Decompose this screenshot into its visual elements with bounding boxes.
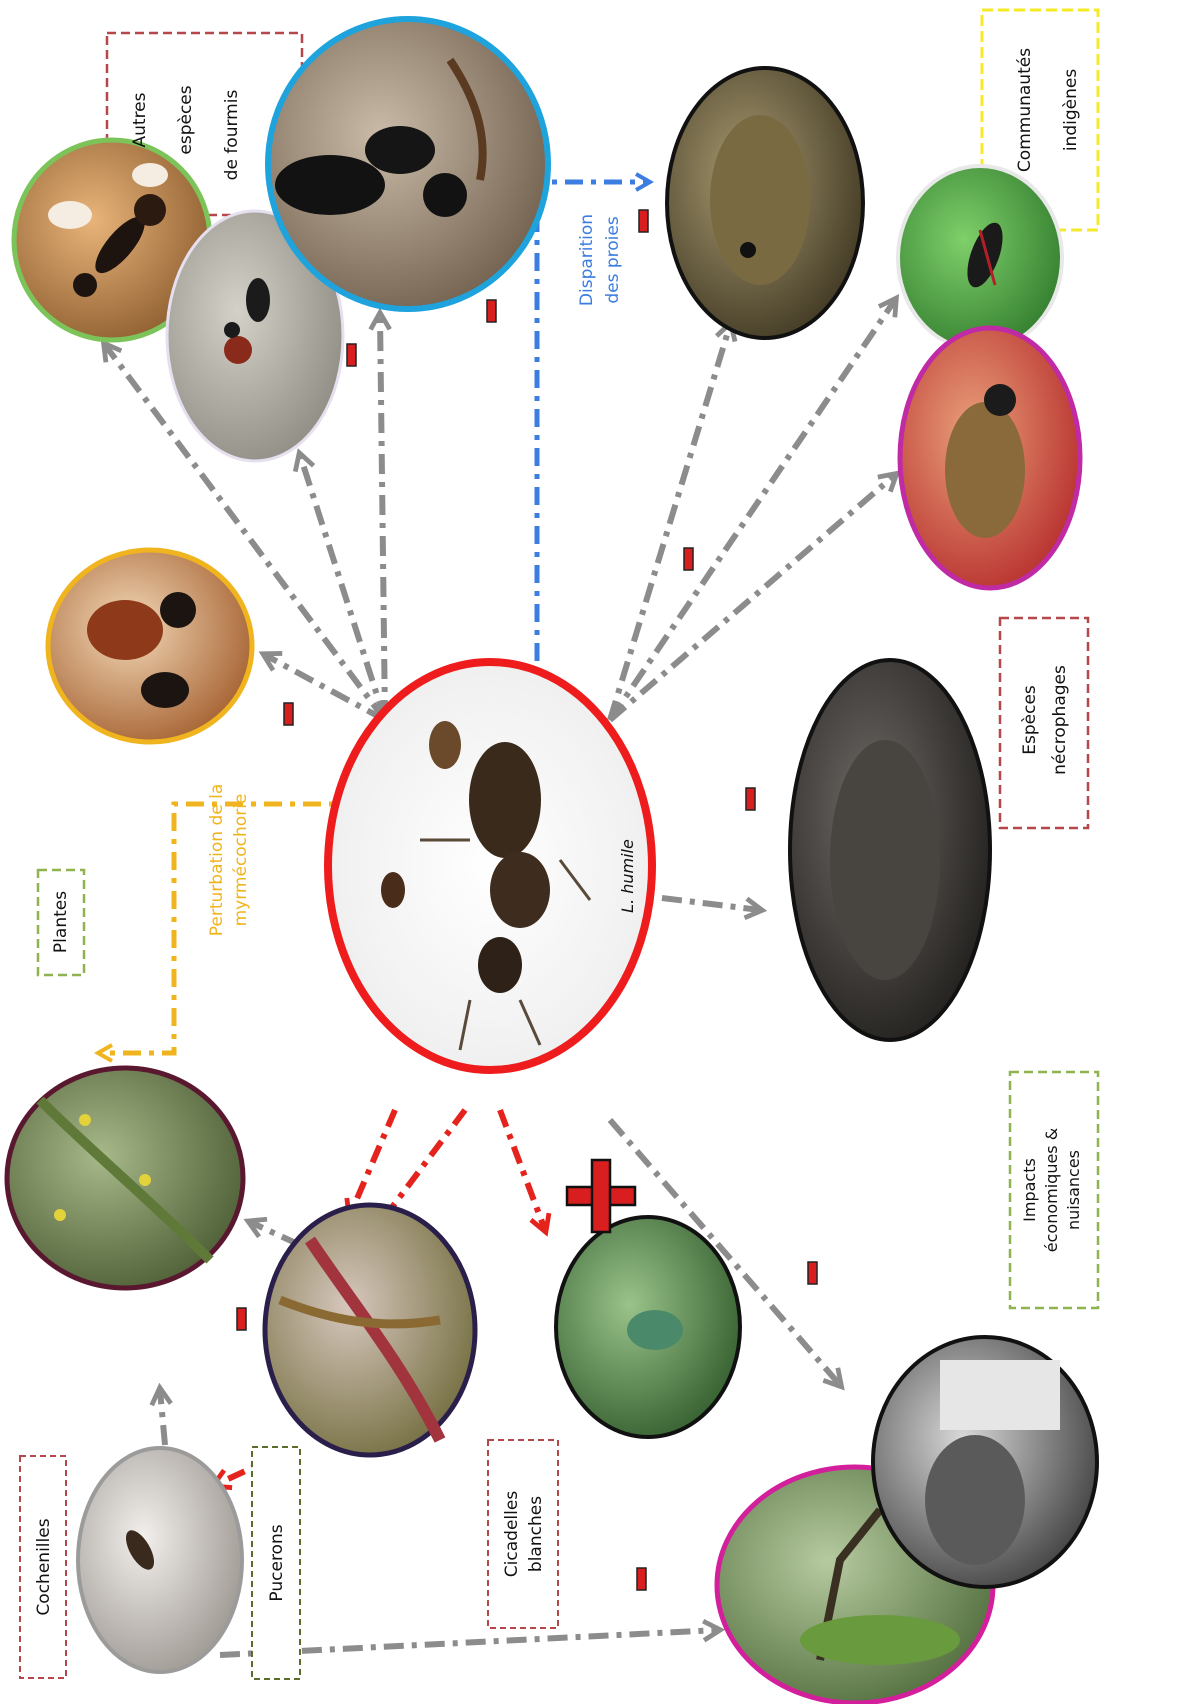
neg-marker-orange-ant bbox=[284, 703, 293, 725]
photo-leafhopper-on-leaf bbox=[556, 1217, 740, 1437]
label-disparition-1: Disparition bbox=[577, 214, 597, 306]
label-autres-3: de fourmis bbox=[222, 90, 242, 181]
label-autres-1: Autres bbox=[130, 92, 150, 147]
neg-marker-black-ant bbox=[487, 300, 496, 322]
label-cochenilles: Cochenilles bbox=[34, 1518, 54, 1615]
label-disparition-2: des proies bbox=[603, 216, 623, 304]
box-cicadelles bbox=[488, 1440, 558, 1628]
label-necro-2: nécrophages bbox=[1050, 665, 1070, 775]
label-perturbation-2: myrmécochorie bbox=[231, 794, 251, 927]
photo-bee-on-flower bbox=[900, 328, 1080, 588]
arrow-to-necrophage bbox=[662, 898, 760, 910]
neg-marker-necrophage bbox=[746, 788, 755, 810]
neg-marker-tree bbox=[637, 1568, 646, 1590]
arrow-myrmecochorie bbox=[100, 804, 360, 1053]
neg-marker-bee bbox=[684, 548, 693, 570]
arrow-cochineal-to-plant bbox=[160, 1390, 165, 1445]
arrow-to-black-ant bbox=[380, 315, 385, 720]
label-impacts-3: nuisances bbox=[1064, 1150, 1083, 1230]
label-perturbation-1: Perturbation de la bbox=[207, 784, 227, 937]
photo-cochineal bbox=[78, 1448, 242, 1672]
neg-marker-impacts bbox=[808, 1262, 817, 1284]
arrow-to-green-insect bbox=[500, 1110, 545, 1230]
neg-marker-lizard bbox=[639, 210, 648, 232]
photo-economic-impacts bbox=[873, 1337, 1097, 1587]
label-plantes: Plantes bbox=[51, 891, 71, 953]
label-pucerons: Pucerons bbox=[267, 1524, 287, 1601]
photo-necrophage-species bbox=[790, 660, 990, 1040]
label-cicadelles-1: Cicadelles bbox=[502, 1491, 522, 1578]
neg-marker-plant bbox=[237, 1308, 246, 1330]
photo-plant-euphorbia bbox=[7, 1068, 243, 1288]
label-communautes-2: indigènes bbox=[1061, 69, 1081, 151]
label-impacts-1: Impacts bbox=[1020, 1158, 1039, 1222]
arrow-to-beetle bbox=[610, 300, 895, 720]
label-cicadelles-2: blanches bbox=[526, 1496, 546, 1572]
photo-ant-closeup bbox=[48, 550, 252, 742]
label-center-l-humile: L. humile bbox=[618, 839, 637, 913]
label-necro-1: Espèces bbox=[1020, 685, 1040, 755]
photo-aphids-on-stem bbox=[265, 1205, 475, 1455]
arrow-to-lizard bbox=[610, 325, 730, 720]
photo-beetle-on-leaf bbox=[898, 166, 1062, 350]
photo-horned-lizard bbox=[667, 68, 863, 338]
arrow-aphid-to-plant bbox=[250, 1222, 300, 1245]
label-impacts-2: économiques & bbox=[1042, 1128, 1061, 1252]
photo-black-ant-on-bark bbox=[268, 19, 548, 309]
arrow-to-aphid bbox=[350, 1110, 395, 1215]
neg-marker-red-ant bbox=[347, 344, 356, 366]
photo-center-l-humile bbox=[328, 662, 652, 1070]
box-especes-necrophages bbox=[1000, 618, 1088, 828]
label-autres-2: espèces bbox=[176, 85, 196, 154]
label-communautes-1: Communautés bbox=[1015, 48, 1035, 172]
